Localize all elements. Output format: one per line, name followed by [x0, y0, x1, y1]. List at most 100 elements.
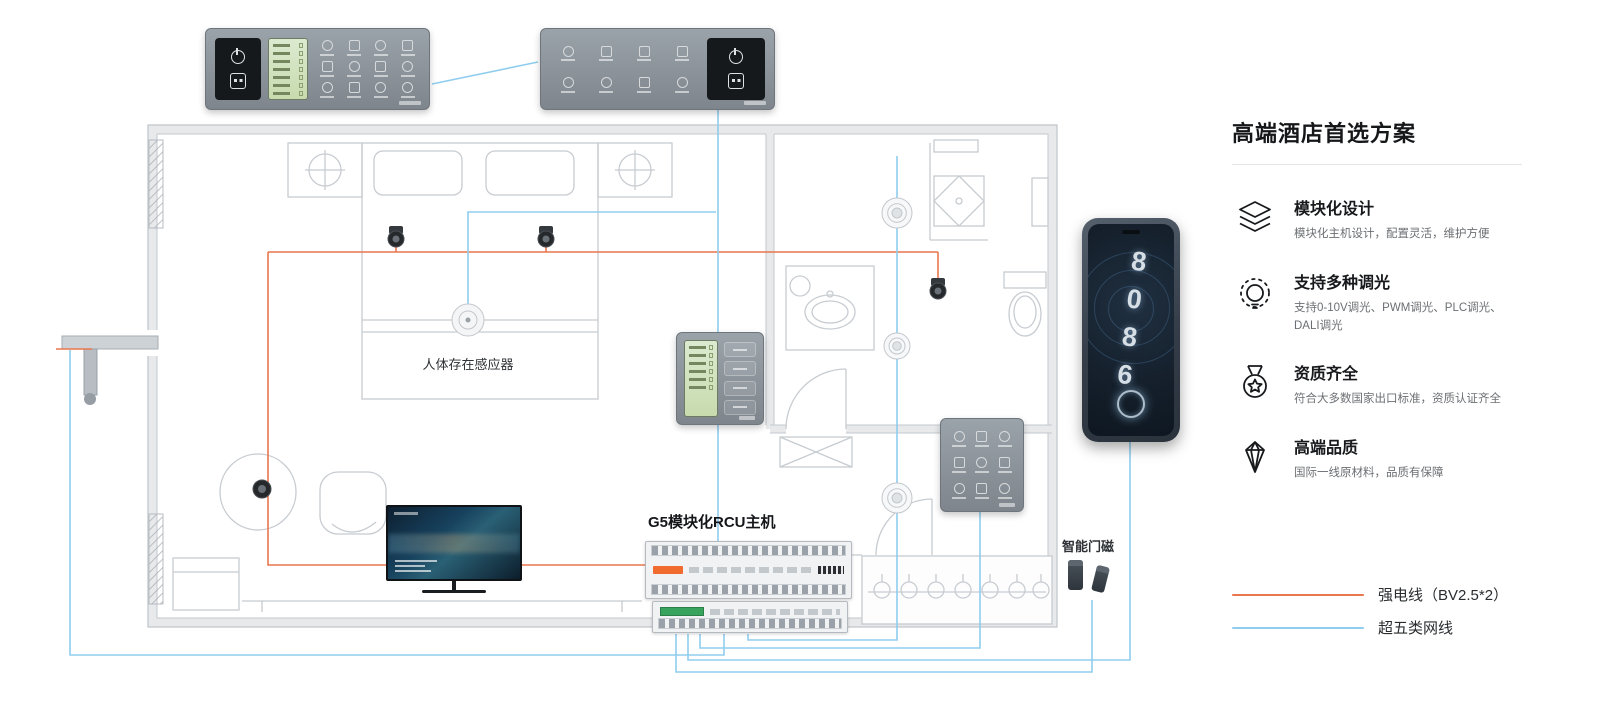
panel-key-column: [724, 340, 756, 417]
rcu-brand-mark: [653, 566, 683, 574]
entry-door-device: [61, 335, 159, 405]
scene-switch-panel-right: [540, 28, 775, 110]
dimmer-icon: [1232, 269, 1278, 315]
diamond-icon: [1232, 434, 1278, 480]
downlight: [387, 226, 405, 248]
panel-button: [396, 39, 419, 57]
feature-title: 支持多种调光: [1294, 274, 1391, 292]
door-magnet-label: 智能门磁: [1062, 539, 1115, 554]
doorbell-ring-icon: [1117, 390, 1145, 418]
wire-legend: 强电线（BV2.5*2） 超五类网线: [1232, 578, 1542, 644]
rcu-module-extension: [652, 601, 848, 633]
brand-logo-mark: [739, 416, 755, 420]
screen-swirl-decoration: [1088, 252, 1174, 364]
feature-title: 高端品质: [1294, 440, 1359, 458]
panel-button: [551, 71, 585, 100]
socket-icon: [728, 72, 744, 89]
terminal-row: [651, 584, 846, 595]
lcd-display: [684, 340, 718, 417]
door-access-panel: 8086: [1082, 218, 1180, 442]
feature-desc: 模块化主机设计，配置灵活，维护方便: [1294, 228, 1490, 240]
reading-spotlight: [252, 479, 272, 499]
tv-screen: [386, 505, 522, 581]
panel-button: [972, 427, 993, 451]
television: [386, 505, 522, 601]
panel-button: [370, 39, 393, 57]
screen-swirl-decoration: [1094, 270, 1170, 346]
downlight: [537, 226, 555, 248]
door-magnet-sensor: [1068, 560, 1083, 590]
brand-logo-mark: [999, 503, 1015, 507]
panel-button: [370, 81, 393, 99]
panel-button: [724, 342, 756, 357]
panel-button: [972, 453, 993, 477]
legend-power-wire: 强电线（BV2.5*2）: [1232, 578, 1542, 611]
feature-quality: 高端品质 国际一线原材料，品质有保障: [1232, 434, 1522, 483]
rcu-label: G5模块化RCU主机: [648, 514, 776, 531]
lcd-display: [268, 38, 308, 100]
panel-button: [589, 71, 623, 100]
scene-button-grid: [550, 38, 700, 100]
rcu-module-main: [645, 541, 852, 599]
presence-sensor: [881, 482, 913, 514]
panel-button: [724, 380, 756, 396]
panel-button: [949, 453, 970, 477]
legend-label: 强电线（BV2.5*2）: [1378, 587, 1509, 604]
rcu-body: [651, 556, 846, 584]
panel-button: [316, 81, 339, 99]
legend-label: 超五类网线: [1378, 620, 1454, 637]
ceiling-devices: [252, 197, 947, 514]
rcu-print-text: [710, 608, 840, 615]
tv-logo-mark: [394, 512, 418, 515]
door-panel-screen: 8086: [1088, 224, 1174, 436]
terminal-row: [658, 618, 842, 629]
panel-button: [665, 71, 699, 100]
panel-button: [370, 60, 393, 78]
feature-modular-design: 模块化设计 模块化主机设计，配置灵活，维护方便: [1232, 195, 1522, 244]
panel-button: [589, 39, 623, 68]
camera-speaker-slot-icon: [1122, 230, 1140, 234]
presence-sensor: [881, 197, 913, 229]
panel-button: [994, 427, 1015, 451]
furniture: [172, 139, 1049, 612]
bedside-socket-module: [215, 38, 261, 100]
scene-button-grid: [315, 38, 420, 100]
socket-icon: [230, 72, 246, 89]
panel-button: [949, 427, 970, 451]
ceiling-speaker: [451, 303, 485, 337]
power-icon: [729, 47, 743, 64]
panel-button: [343, 81, 366, 99]
panel-button: [627, 71, 661, 100]
panel-button: [316, 39, 339, 57]
room-control-panel: [676, 332, 764, 425]
panel-button: [316, 60, 339, 78]
sidebar-title: 高端酒店首选方案: [1232, 121, 1417, 146]
network-wire-swatch: [1232, 626, 1364, 629]
feature-title: 模块化设计: [1294, 201, 1375, 218]
rcu-body: [658, 605, 842, 618]
dip-switch: [818, 566, 844, 574]
tv-base: [422, 590, 486, 593]
panel-button: [972, 479, 993, 503]
panel-button: [396, 81, 419, 99]
feature-desc: 符合大多数国家出口标准，资质认证齐全: [1294, 393, 1501, 406]
brand-logo-mark: [399, 101, 421, 105]
presence-sensor: [883, 332, 911, 360]
brand-logo-mark: [744, 101, 766, 105]
panel-button: [724, 361, 756, 377]
touch-switch-module: [707, 38, 765, 100]
medal-icon: [1232, 360, 1278, 406]
panel-button: [994, 453, 1015, 477]
panel-button: [949, 479, 970, 503]
legend-network-wire: 超五类网线: [1232, 611, 1542, 644]
power-icon: [231, 47, 245, 64]
feature-certification: 资质齐全 符合大多数国家出口标准，资质认证齐全: [1232, 360, 1522, 409]
info-sidebar: 高端酒店首选方案 模块化设计 模块化主机设计，配置灵活，维护方便: [1232, 116, 1522, 508]
feature-title: 资质齐全: [1294, 366, 1359, 384]
feature-dimming: 支持多种调光 支持0-10V调光、PWM调光、PLC调光、DALI调光: [1232, 269, 1522, 336]
panel-button: [396, 60, 419, 78]
green-terminal-block: [660, 607, 704, 616]
presence-sensor-label: 人体存在感应器: [422, 357, 514, 372]
terminal-row: [651, 545, 846, 556]
